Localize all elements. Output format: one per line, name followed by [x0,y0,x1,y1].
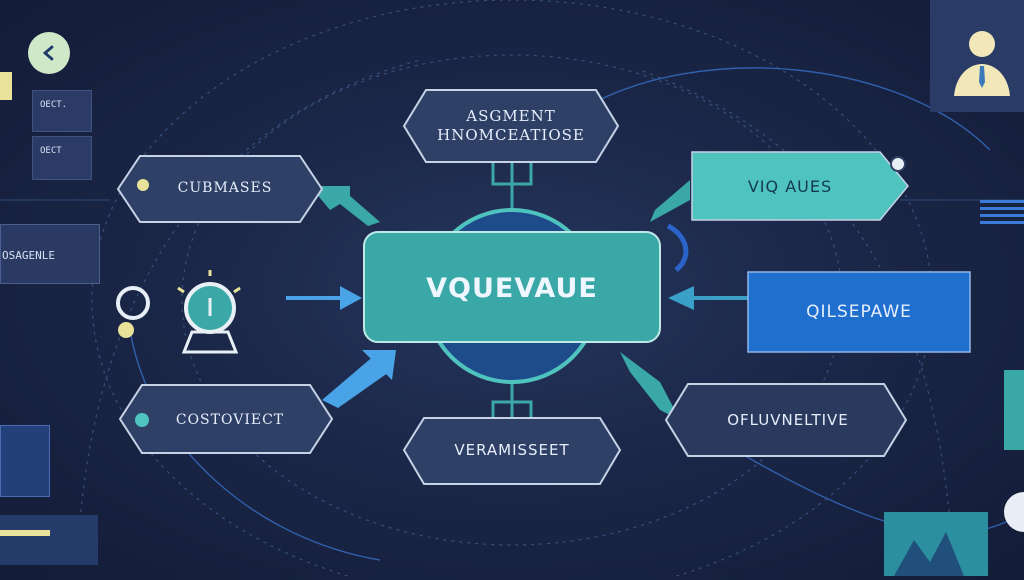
left-label-text: OSAGENLE [2,249,55,262]
node-top-shape [402,89,620,163]
node-left-top-dot [137,179,149,191]
card-1 [32,90,92,132]
left-label-box [0,224,100,284]
right-bottom-card [884,512,988,576]
node-top-line2: HNOMCEATIOSE [437,126,585,144]
node-left-bottom-shape [118,384,334,454]
node-right-mid-shape [747,271,971,353]
node-bottom-shape [402,417,622,485]
center-node-label[interactable]: VQUEVAUE [426,272,598,304]
card-1-label: OECT. [40,100,68,110]
user-avatar-icon [954,31,1010,96]
back-button[interactable] [28,32,70,74]
user-card [930,0,1024,112]
node-right-top-label[interactable]: VIQ AUES [747,176,833,196]
node-right-bottom-label[interactable]: OFLUVNELTIVE [727,411,849,429]
yellow-tab [0,72,12,100]
right-circle-button[interactable] [1004,492,1024,532]
card-2-label: OECT [40,146,62,156]
right-stripes [980,200,1024,226]
status-dot-yellow [118,322,134,338]
node-right-mid-label[interactable]: QILSEPAWE [806,302,912,322]
left-bottom-panel [0,425,50,497]
card-2 [32,136,92,180]
node-left-bottom-label[interactable]: COSTOVIECT [175,412,285,428]
node-bottom-label[interactable]: VERAMISSEET [454,441,570,459]
node-left-top-label[interactable]: CUBMASES [177,180,273,196]
yellow-bar [0,530,50,536]
node-right-top-dot [890,156,906,172]
node-left-top-shape [116,155,324,223]
back-arrow-icon [42,45,54,61]
node-left-bottom-dot [135,413,149,427]
right-teal-tab [1004,370,1024,450]
status-ring [116,286,150,320]
left-bottom-strip [0,515,98,565]
center-node-shape [363,231,661,343]
node-top-label[interactable]: ASGMENT HNOMCEATIOSE [404,94,618,158]
node-right-bottom-shape [664,383,908,457]
node-top-line1: ASGMENT [466,107,556,125]
node-right-top-shape [691,151,909,221]
alarm-clock-icon [177,270,241,354]
